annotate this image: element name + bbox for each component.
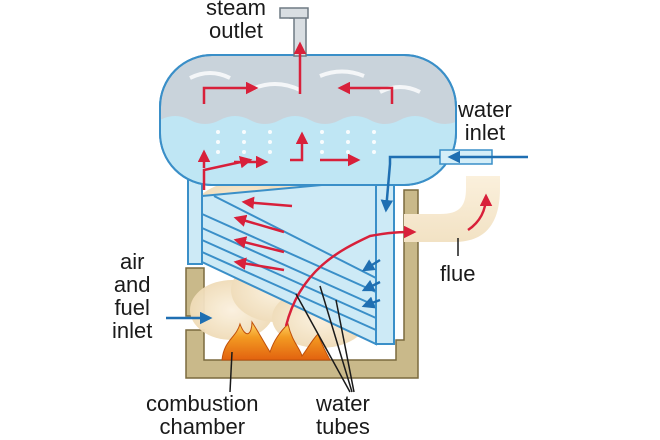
air-fuel-label-line2: and bbox=[113, 272, 151, 297]
flue-label: flue bbox=[440, 262, 475, 285]
water-tubes-label: water tubes bbox=[316, 392, 370, 438]
combustion-chamber-label-line2: chamber bbox=[159, 414, 246, 439]
hot-flow-arrows bbox=[197, 41, 493, 327]
combustion-chamber-label: combustion chamber bbox=[146, 392, 259, 438]
water-flow-arrows bbox=[166, 150, 528, 325]
steam-outlet-label-line2: outlet bbox=[209, 18, 263, 43]
steam-outlet-pipe bbox=[279, 7, 309, 57]
air-fuel-label-line1: air bbox=[119, 249, 145, 274]
steam-outlet-label: steam outlet bbox=[206, 0, 266, 42]
air-fuel-label-line4: inlet bbox=[112, 318, 153, 343]
water-inlet-label-line2: inlet bbox=[464, 120, 506, 145]
water-inlet-label-line1: water bbox=[458, 97, 512, 122]
water-tubes-label-line2: tubes bbox=[316, 414, 370, 439]
air-fuel-inlet-label: air and fuel inlet bbox=[112, 250, 152, 342]
water-tubes-label-line1: water bbox=[316, 391, 370, 416]
water-inlet-label: water inlet bbox=[458, 98, 512, 144]
leader-lines bbox=[229, 238, 459, 393]
steam-outlet-label-line1: steam bbox=[206, 0, 266, 20]
air-fuel-label-line3: fuel bbox=[114, 295, 150, 320]
flue-label-text: flue bbox=[440, 261, 476, 286]
combustion-chamber-label-line1: combustion bbox=[146, 391, 259, 416]
flue-duct bbox=[404, 176, 500, 242]
